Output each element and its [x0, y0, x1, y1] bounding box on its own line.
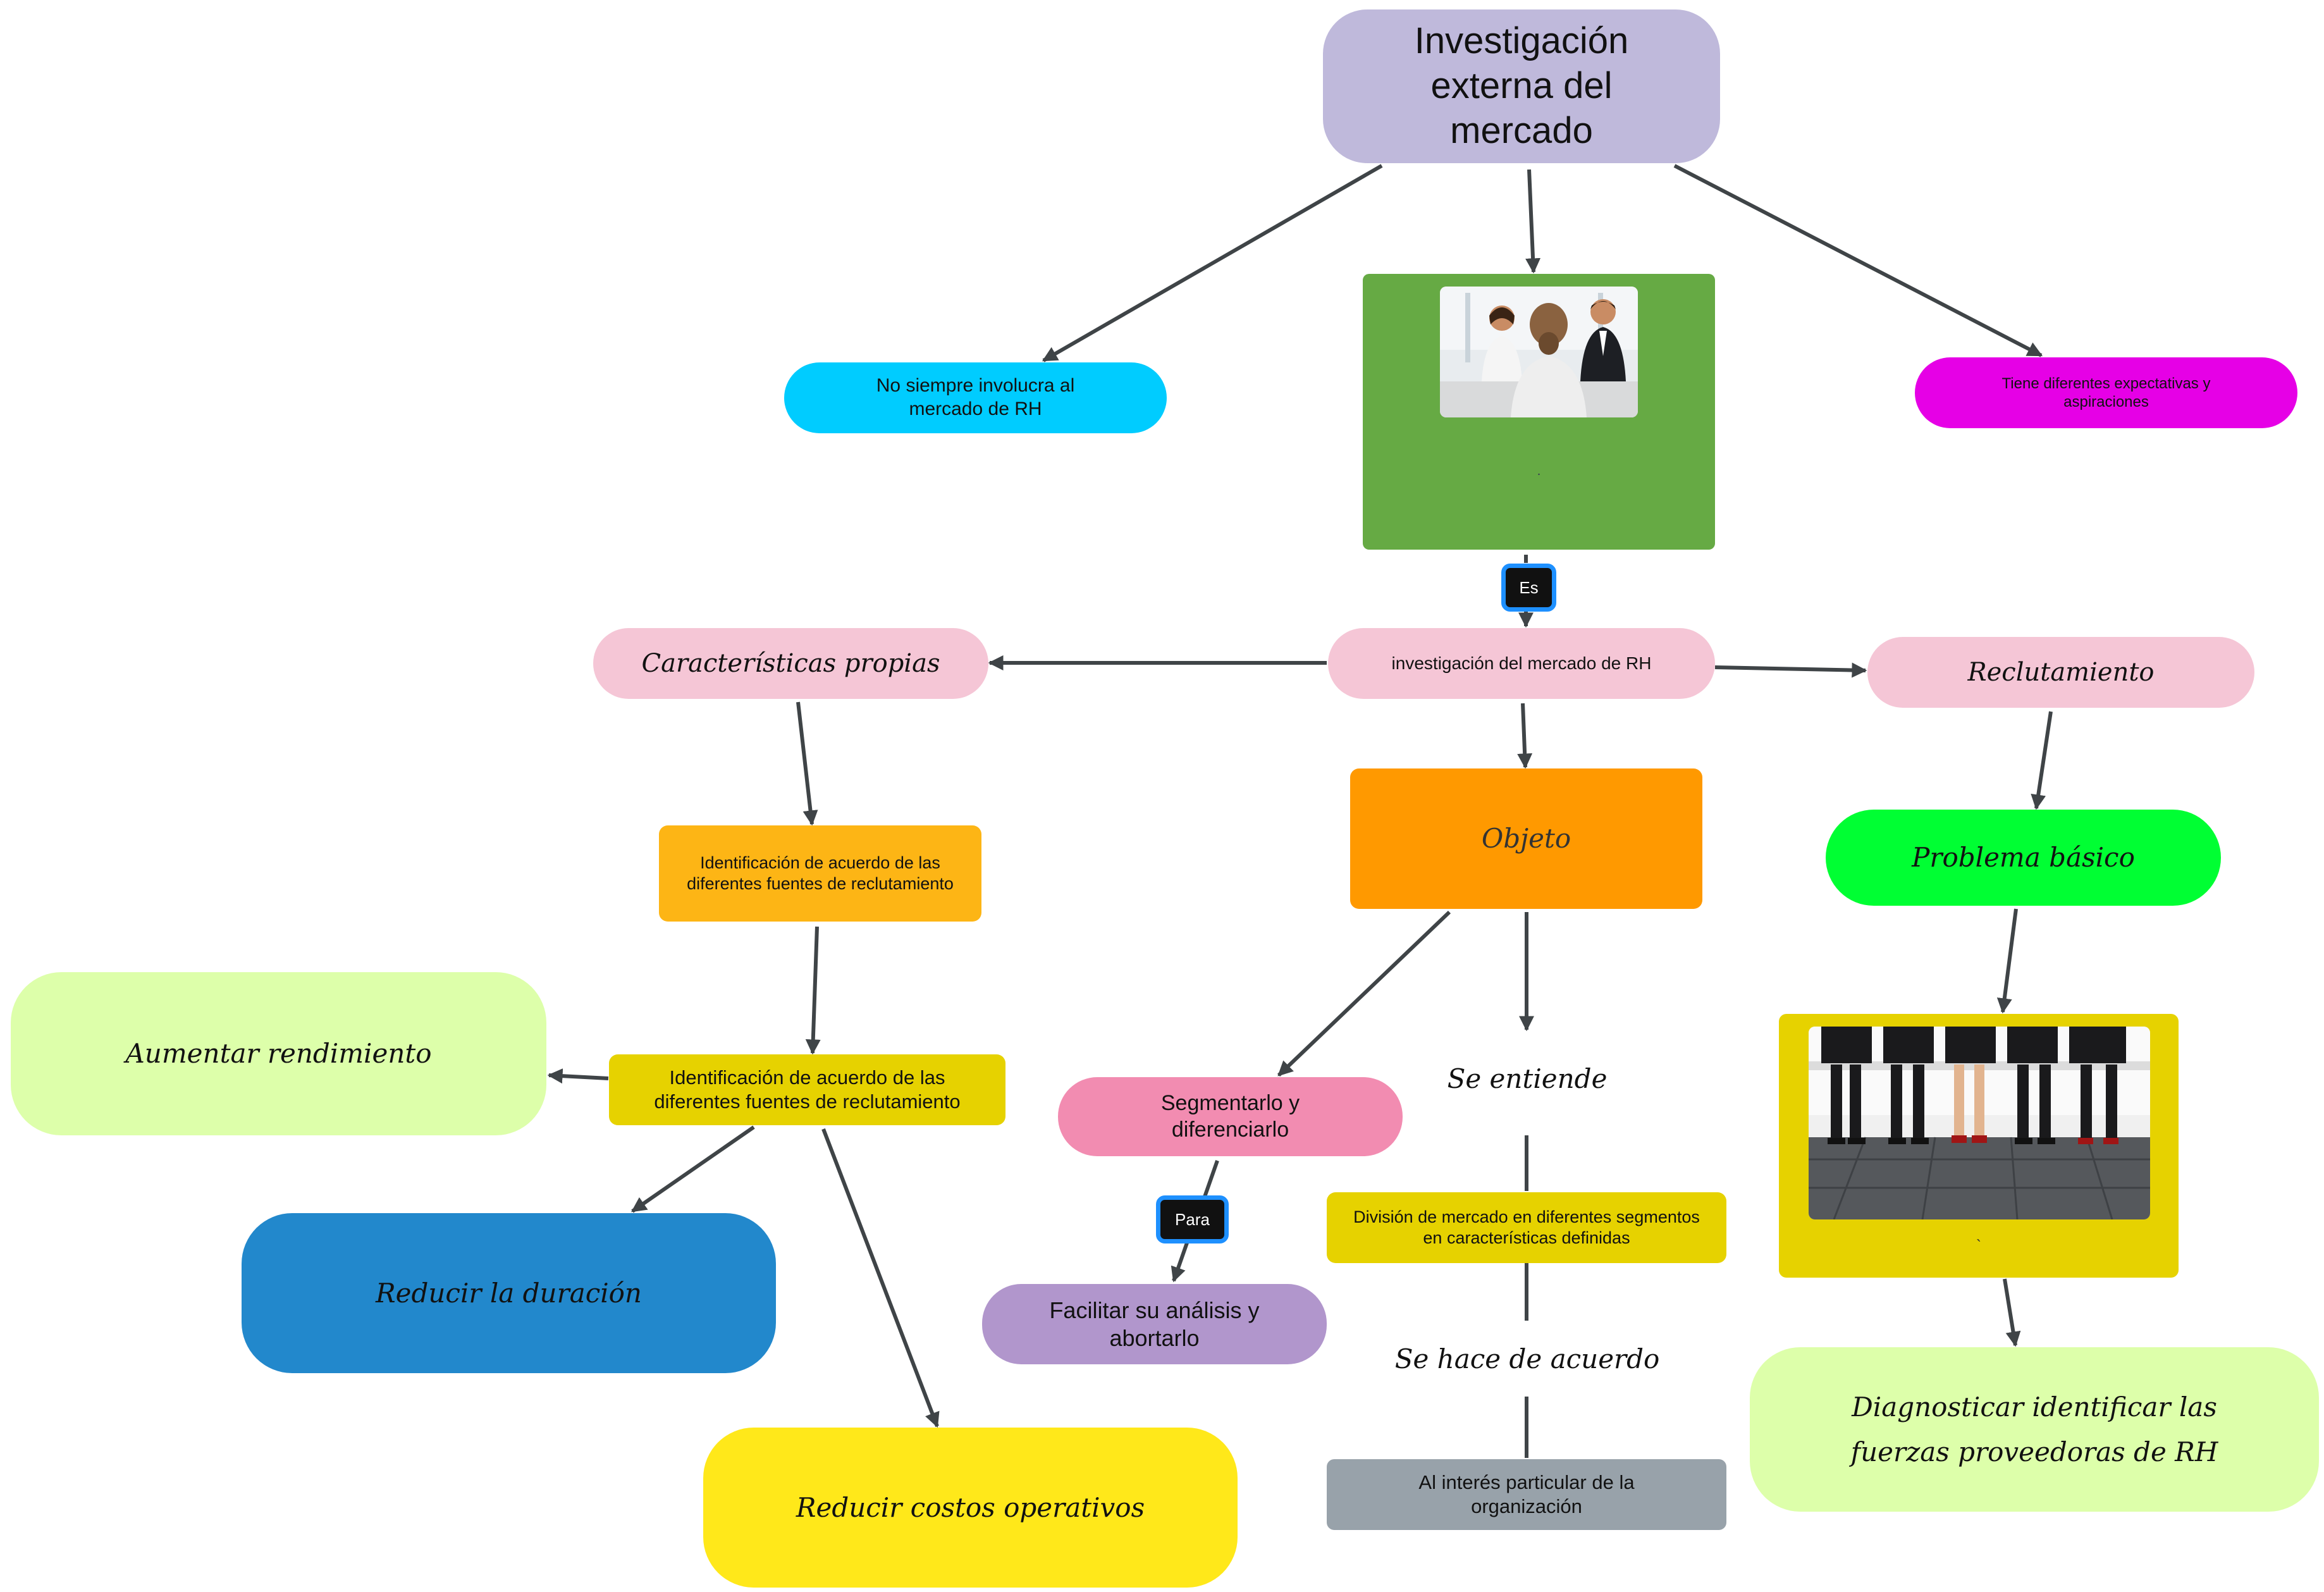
label-es-text: Es	[1519, 577, 1539, 597]
node-no-siempre[interactable]: No siempre involucra al mercado de RH	[784, 362, 1167, 433]
label-se-entiende-text: Se entiende	[1447, 1063, 1608, 1094]
node-investigacion-rh-label: investigación del mercado de RH	[1391, 653, 1652, 673]
edge-ident2-aumentar	[547, 1068, 609, 1084]
candidates-caption: `	[1976, 1237, 1981, 1254]
node-facilitar[interactable]: Facilitar su análisis y abortarlo	[982, 1284, 1327, 1364]
node-division-mercado-label: División de mercado en diferentes segmen…	[1353, 1207, 1700, 1247]
edge-yellow-diagnosticar	[2003, 1278, 2021, 1347]
label-se-hace: Se hace de acuerdo	[1369, 1321, 1685, 1397]
edge-ident2-costos	[821, 1128, 940, 1428]
node-problema-basico[interactable]: Problema básico	[1826, 810, 2221, 906]
node-reducir-costos-label: Reducir costos operativos	[796, 1491, 1145, 1523]
label-es: Es	[1501, 564, 1556, 612]
edge-reclut-problema	[2031, 711, 2053, 810]
node-interes-organizacion[interactable]: Al interés particular de la organización	[1327, 1459, 1726, 1530]
node-objeto-label: Objeto	[1481, 823, 1571, 855]
node-problema-basico-label: Problema básico	[1912, 842, 2135, 873]
node-identificacion-2-label: Identificación de acuerdo de las diferen…	[654, 1066, 961, 1113]
node-caracteristicas[interactable]: Características propias	[593, 628, 988, 699]
root-label: Investigación externa del mercado	[1414, 20, 1629, 151]
node-reclutamiento[interactable]: Reclutamiento	[1867, 637, 2254, 708]
node-caracteristicas-label: Características propias	[641, 648, 940, 678]
edge-root-center	[1525, 169, 1541, 274]
interview-photo	[1440, 287, 1638, 417]
node-aumentar-rendimiento-label: Aumentar rendimiento	[125, 1038, 432, 1070]
label-se-hace-text: Se hace de acuerdo	[1394, 1343, 1660, 1374]
node-identificacion-1-label: Identificación de acuerdo de las diferen…	[687, 853, 954, 893]
node-no-siempre-label: No siempre involucra al mercado de RH	[876, 375, 1075, 419]
node-diagnosticar-label: Diagnosticar identificar las fuerzas pro…	[1850, 1391, 2218, 1467]
node-reducir-costos[interactable]: Reducir costos operativos	[703, 1428, 1238, 1588]
edge-ident2-duracion	[631, 1125, 755, 1213]
node-objeto[interactable]: Objeto	[1350, 768, 1702, 909]
node-expectativas-label: Tiene diferentes expectativas y aspiraci…	[2001, 374, 2211, 410]
interview-caption: .	[1537, 464, 1541, 478]
edge-para-facilitar	[1171, 1242, 1189, 1283]
node-diagnosticar[interactable]: Diagnosticar identificar las fuerzas pro…	[1750, 1347, 2319, 1512]
image-node-candidates[interactable]: `	[1779, 1014, 2179, 1278]
node-reclutamiento-label: Reclutamiento	[1967, 657, 2155, 687]
candidates-waiting-photo	[1809, 1027, 2150, 1219]
label-para-text: Para	[1175, 1209, 1210, 1229]
node-segmentar-label: Segmentarlo y diferenciarlo	[1160, 1091, 1300, 1142]
edge-ident1-ident2	[805, 926, 821, 1055]
root-node[interactable]: Investigación externa del mercado	[1323, 9, 1720, 163]
edge-root-left	[1042, 164, 1383, 362]
edge-segmentar-para	[1203, 1160, 1219, 1197]
edge-center-objeto	[1517, 703, 1533, 769]
node-identificacion-2[interactable]: Identificación de acuerdo de las diferen…	[609, 1054, 1005, 1125]
image-node-interview[interactable]: .	[1363, 274, 1715, 550]
node-aumentar-rendimiento[interactable]: Aumentar rendimiento	[11, 972, 546, 1135]
edge-root-right	[1673, 164, 2043, 357]
node-expectativas[interactable]: Tiene diferentes expectativas y aspiraci…	[1915, 357, 2297, 428]
node-identificacion-1[interactable]: Identificación de acuerdo de las diferen…	[659, 825, 981, 922]
node-reducir-duracion-label: Reducir la duración	[376, 1277, 642, 1309]
node-division-mercado[interactable]: División de mercado en diferentes segmen…	[1327, 1192, 1726, 1263]
label-para: Para	[1156, 1195, 1229, 1243]
node-investigacion-rh[interactable]: investigación del mercado de RH	[1328, 628, 1715, 699]
node-interes-organizacion-label: Al interés particular de la organización	[1418, 1471, 1635, 1517]
edge-caract-ident1	[796, 701, 818, 826]
edge-problema-yellow	[1996, 908, 2018, 1014]
node-facilitar-label: Facilitar su análisis y abortarlo	[1049, 1297, 1260, 1351]
edge-objeto-segmentar	[1277, 910, 1451, 1077]
node-segmentar[interactable]: Segmentarlo y diferenciarlo	[1058, 1077, 1403, 1156]
node-reducir-duracion[interactable]: Reducir la duración	[242, 1213, 776, 1373]
label-se-entiende: Se entiende	[1401, 1037, 1654, 1120]
edge-center-reclutamiento	[1714, 662, 1867, 678]
